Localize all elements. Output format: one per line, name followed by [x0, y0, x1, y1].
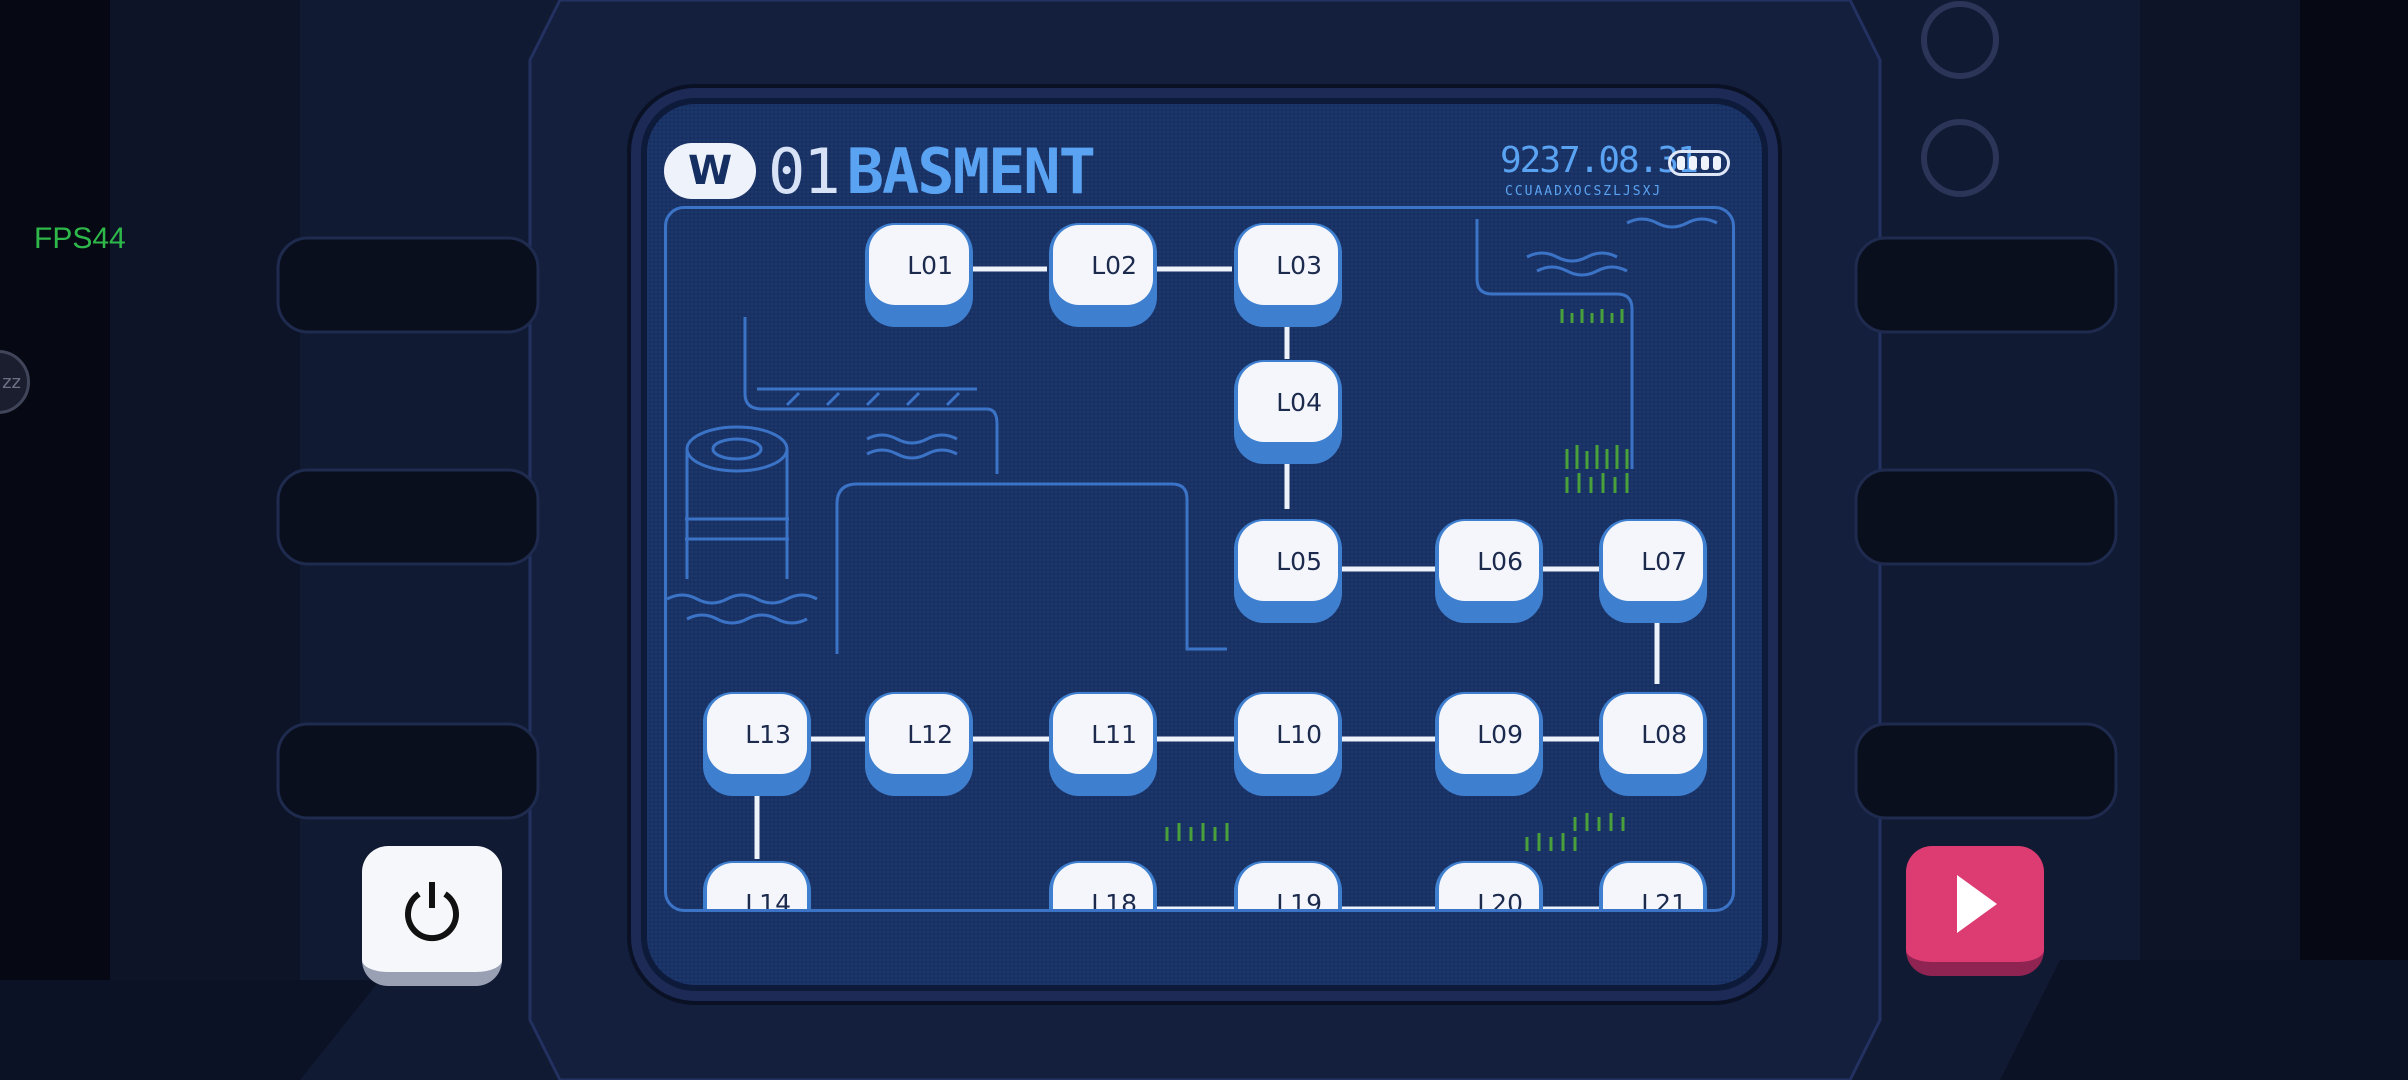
world-header: W 01 BASMENT	[664, 134, 1096, 208]
game-logo: W	[664, 143, 756, 199]
play-icon	[1957, 875, 1997, 933]
level-label: L04	[1238, 362, 1338, 442]
level-node[interactable]: L09	[1435, 692, 1543, 796]
level-label: L09	[1439, 694, 1539, 774]
level-node[interactable]: L10	[1234, 692, 1342, 796]
level-node[interactable]: L11	[1049, 692, 1157, 796]
world-name: BASMENT	[846, 134, 1096, 208]
level-label: L12	[869, 694, 969, 774]
level-label: L21	[1603, 863, 1703, 909]
level-node[interactable]: L19	[1234, 861, 1342, 909]
power-icon	[405, 882, 459, 942]
level-label: L06	[1439, 521, 1539, 601]
level-node[interactable]: L02	[1049, 223, 1157, 327]
level-label: L18	[1053, 863, 1153, 909]
map-decoration	[667, 217, 1718, 909]
level-node[interactable]: L12	[865, 692, 973, 796]
power-button[interactable]	[362, 846, 502, 986]
level-node[interactable]: L07	[1599, 519, 1707, 623]
level-node[interactable]: L20	[1435, 861, 1543, 909]
level-node[interactable]: L14	[703, 861, 811, 909]
level-label: L11	[1053, 694, 1153, 774]
level-label: L10	[1238, 694, 1338, 774]
level-node[interactable]: L01	[865, 223, 973, 327]
level-label: L02	[1053, 225, 1153, 305]
date-readout: 9237.08.31	[1500, 140, 1699, 181]
level-node[interactable]: L13	[703, 692, 811, 796]
level-node[interactable]: L21	[1599, 861, 1707, 909]
battery-cell	[1713, 156, 1721, 170]
level-label: L19	[1238, 863, 1338, 909]
level-label: L03	[1238, 225, 1338, 305]
battery-cell	[1689, 156, 1697, 170]
level-node[interactable]: L03	[1234, 223, 1342, 327]
level-label: L13	[707, 694, 807, 774]
level-node[interactable]: L08	[1599, 692, 1707, 796]
level-label: L07	[1603, 521, 1703, 601]
battery-icon	[1668, 150, 1730, 176]
level-label: L05	[1238, 521, 1338, 601]
battery-cell	[1701, 156, 1709, 170]
level-map: L01 L02 L03 L04 L05 L06 L07 L08 L09 L10 …	[664, 206, 1735, 912]
world-number: 01	[768, 134, 841, 208]
tiny-status-text: CCUAADXOCSZLJSXJ	[1505, 184, 1663, 199]
level-node[interactable]: L18	[1049, 861, 1157, 909]
level-node[interactable]: L04	[1234, 360, 1342, 464]
fps-counter: FPS44	[34, 222, 126, 255]
level-label: L08	[1603, 694, 1703, 774]
level-label: L01	[869, 225, 969, 305]
level-label: L20	[1439, 863, 1539, 909]
level-node[interactable]: L06	[1435, 519, 1543, 623]
level-node[interactable]: L05	[1234, 519, 1342, 623]
battery-cell	[1677, 156, 1685, 170]
play-button[interactable]	[1906, 846, 2044, 976]
level-label: L14	[707, 863, 807, 909]
